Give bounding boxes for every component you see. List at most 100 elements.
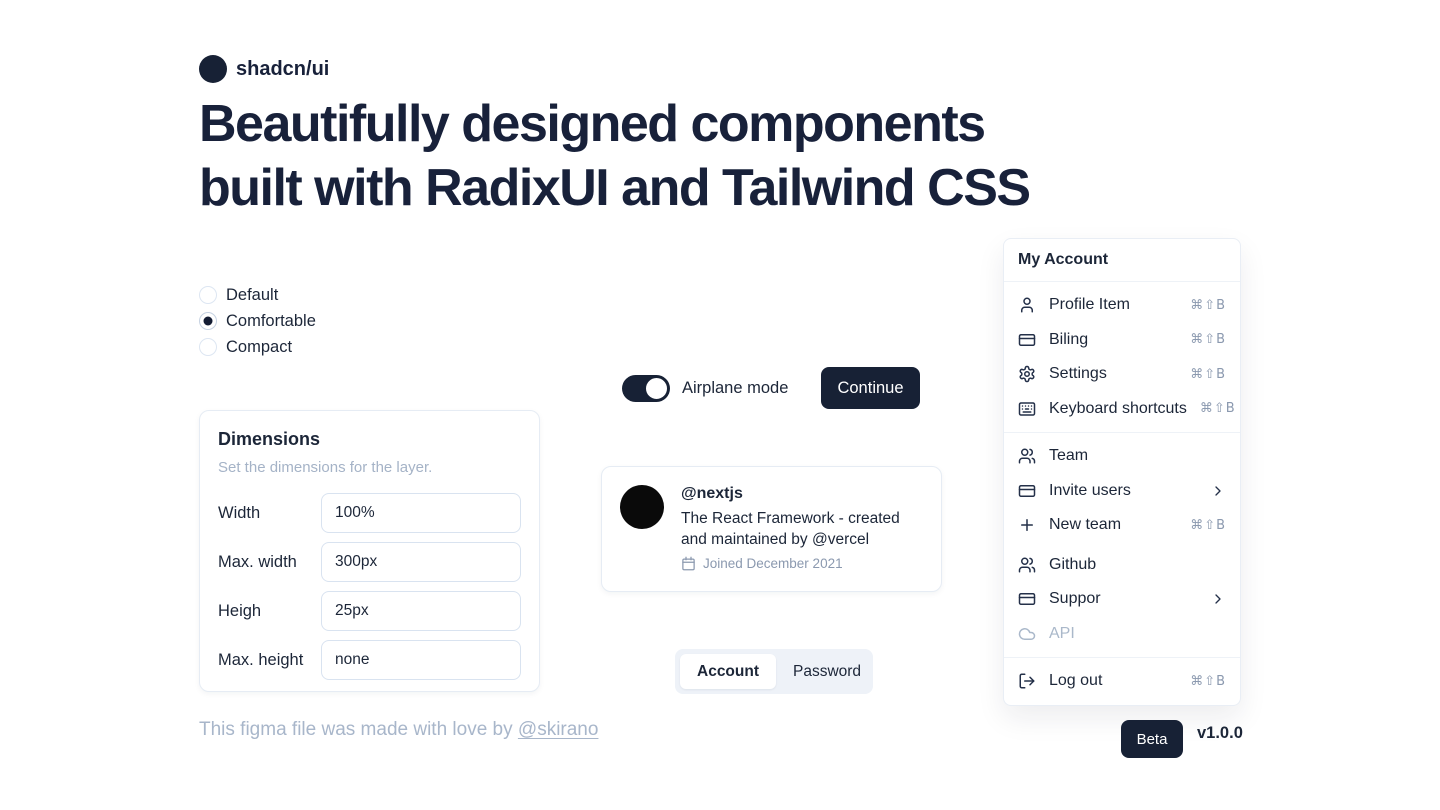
radio-checked-icon <box>199 312 217 330</box>
hover-card-joined-row: Joined December 2021 <box>681 556 913 571</box>
gear-icon <box>1018 365 1036 383</box>
radio-label: Compact <box>226 337 293 356</box>
radio-option-compact[interactable]: Compact <box>199 338 316 356</box>
users-icon <box>1018 556 1036 574</box>
skirano-link[interactable]: @skirano <box>517 719 599 740</box>
menu-separator <box>1004 281 1240 282</box>
continue-button[interactable]: Continue <box>821 367 920 409</box>
menu-item-keyboard-shortcuts[interactable]: Keyboard shortcuts ⌘⇧B <box>1004 392 1240 427</box>
menu-item-label: Team <box>1049 447 1089 465</box>
menu-item-new-team[interactable]: New team ⌘⇧B <box>1004 508 1240 543</box>
menu-item-label: API <box>1049 624 1075 642</box>
menu-item-shortcut: ⌘⇧B <box>1190 332 1226 348</box>
menu-item-invite-users[interactable]: Invite users <box>1004 474 1240 509</box>
radio-option-default[interactable]: Default <box>199 286 316 304</box>
logout-icon <box>1018 672 1036 690</box>
menu-item-shortcut: ⌘⇧B <box>1190 517 1226 533</box>
max-width-input[interactable] <box>321 542 521 582</box>
version-label: v1.0.0 <box>1197 724 1243 742</box>
chevron-right-icon <box>1210 483 1226 499</box>
dimension-row-max-height: Max. height <box>218 640 521 680</box>
radio-label: Comfortable <box>226 311 316 330</box>
dimensions-fields: Width Max. width Heigh Max. height <box>218 493 521 680</box>
menu-item-billing[interactable]: Biling ⌘⇧B <box>1004 323 1240 358</box>
max-height-input[interactable] <box>321 640 521 680</box>
menu-item-shortcut: ⌘⇧B <box>1199 401 1236 417</box>
user-icon <box>1018 296 1036 314</box>
avatar <box>620 485 664 529</box>
menu-item-team[interactable]: Team <box>1004 439 1240 474</box>
hover-card-description: The React Framework - created and mainta… <box>681 510 900 548</box>
footer-credit: This figma file was made with love by @s… <box>199 719 598 741</box>
users-icon <box>1018 447 1036 465</box>
credit-card-icon <box>1018 482 1036 500</box>
page-title-line1: Beautifully designed components <box>199 95 986 153</box>
radio-unchecked-icon <box>199 286 217 304</box>
brand-logo-icon <box>199 55 227 83</box>
credit-card-icon <box>1018 331 1036 349</box>
brand: shadcn/ui <box>199 55 329 83</box>
menu-item-api: API <box>1004 617 1240 652</box>
keyboard-icon <box>1018 400 1036 418</box>
menu-item-support[interactable]: Suppor <box>1004 582 1240 617</box>
menu-item-label: Profile Item <box>1049 296 1130 314</box>
brand-name: shadcn/ui <box>236 57 330 80</box>
toggle-knob <box>644 376 669 401</box>
menu-item-shortcut: ⌘⇧B <box>1190 366 1226 382</box>
credit-card-icon <box>1018 590 1036 608</box>
dimension-row-width: Width <box>218 493 521 533</box>
menu-item-log-out[interactable]: Log out ⌘⇧B <box>1004 664 1240 699</box>
page-title-line2: built with RadixUI and Tailwind CSS <box>199 159 1031 217</box>
account-tabs: Account Password <box>675 649 873 694</box>
menu-item-shortcut: ⌘⇧B <box>1190 673 1226 689</box>
density-radio-group: Default Comfortable Compact <box>199 286 316 356</box>
radio-unchecked-icon <box>199 338 217 356</box>
dimension-row-height: Heigh <box>218 591 521 631</box>
radio-label: Default <box>226 285 279 304</box>
menu-item-settings[interactable]: Settings ⌘⇧B <box>1004 357 1240 392</box>
airplane-mode-toggle[interactable] <box>622 375 670 402</box>
hover-card-username: @nextjs <box>681 485 743 502</box>
beta-button[interactable]: Beta <box>1121 720 1183 758</box>
menu-item-label: New team <box>1049 516 1122 534</box>
height-input[interactable] <box>321 591 521 631</box>
menu-separator <box>1004 432 1240 433</box>
nextjs-hover-card: @nextjs The React Framework - created an… <box>601 466 942 592</box>
menu-group-team: Team Invite users New team ⌘⇧B Github Su… <box>1004 433 1240 657</box>
menu-item-label: Invite users <box>1049 481 1131 499</box>
menu-separator <box>1004 657 1240 658</box>
menu-group-profile: Profile Item ⌘⇧B Biling ⌘⇧B Settings ⌘⇧B… <box>1004 282 1240 432</box>
menu-header: My Account <box>1018 251 1109 268</box>
menu-item-label: Suppor <box>1049 590 1101 608</box>
menu-item-label: Github <box>1049 555 1097 573</box>
plus-icon <box>1018 516 1036 534</box>
hover-card-body: @nextjs The React Framework - created an… <box>681 485 913 573</box>
my-account-menu: My Account Profile Item ⌘⇧B Biling ⌘⇧B S… <box>1003 238 1241 706</box>
page-title: Beautifully designed components built wi… <box>199 92 1199 220</box>
menu-item-label: Log out <box>1049 672 1103 690</box>
dimensions-card-subtitle: Set the dimensions for the layer. <box>218 459 433 476</box>
menu-item-shortcut: ⌘⇧B <box>1190 297 1226 313</box>
menu-item-label: Keyboard shortcuts <box>1049 399 1187 417</box>
width-input[interactable] <box>321 493 521 533</box>
field-label: Max. width <box>218 552 297 571</box>
airplane-mode-row: Airplane mode <box>622 375 788 402</box>
dimensions-card-title: Dimensions <box>218 429 321 449</box>
calendar-icon <box>681 556 696 571</box>
menu-item-label: Biling <box>1049 330 1089 348</box>
field-label: Heigh <box>218 601 262 620</box>
menu-item-github[interactable]: Github <box>1004 548 1240 583</box>
menu-item-profile[interactable]: Profile Item ⌘⇧B <box>1004 288 1240 323</box>
hover-card-joined: Joined December 2021 <box>703 556 843 571</box>
dimension-row-max-width: Max. width <box>218 542 521 582</box>
field-label: Width <box>218 503 261 522</box>
airplane-mode-label: Airplane mode <box>682 379 789 397</box>
tab-account[interactable]: Account <box>680 654 776 689</box>
chevron-right-icon <box>1210 591 1226 607</box>
tab-password[interactable]: Password <box>793 662 862 680</box>
menu-group-logout: Log out ⌘⇧B <box>1004 658 1240 705</box>
radio-option-comfortable[interactable]: Comfortable <box>199 312 316 330</box>
menu-item-label: Settings <box>1049 365 1107 383</box>
footer-credit-text: This figma file was made with love by <box>199 719 518 740</box>
